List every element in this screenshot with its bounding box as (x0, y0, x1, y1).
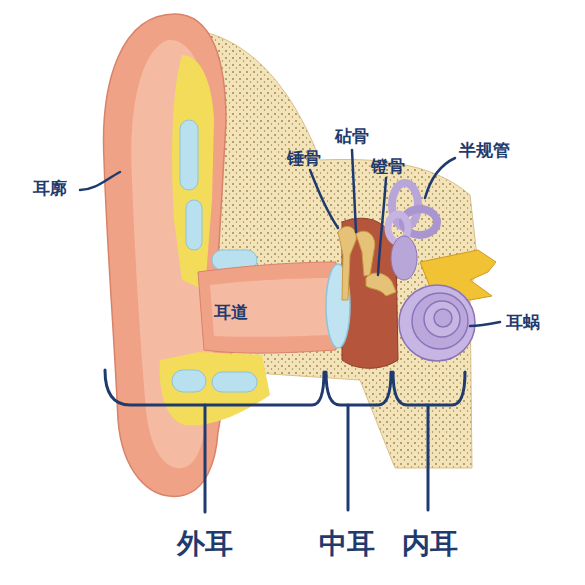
leader-line (425, 158, 455, 198)
cartilage-gap (212, 372, 257, 392)
leader-line (80, 172, 120, 190)
cochlea-turn (434, 309, 452, 327)
leader-line (378, 178, 386, 275)
cochlea (399, 285, 475, 361)
part-name: 锤骨 (287, 149, 321, 168)
ear-canal (198, 262, 336, 353)
part-name: 镫骨 (371, 157, 405, 176)
cartilage (172, 55, 214, 290)
bracket (105, 370, 324, 405)
cartilage-gap (186, 200, 202, 250)
bracket-stem (347, 405, 350, 510)
incus (356, 231, 375, 276)
leader-line (352, 150, 356, 232)
bracket (393, 372, 465, 405)
bracket-stem (204, 405, 207, 512)
part-name: 砧骨 (335, 127, 369, 146)
cartilage-gap (172, 370, 206, 392)
part-name: 耳道 (214, 303, 248, 322)
stapes (366, 273, 396, 296)
part-name: 半规管 (459, 141, 510, 160)
region-name: 内耳 (402, 529, 458, 560)
part-name: 耳廓 (33, 179, 67, 198)
cochlea-turn (412, 293, 468, 349)
malleus (338, 226, 356, 300)
part-name: 耳蜗 (506, 313, 540, 332)
cartilage (160, 352, 270, 425)
region-name: 中耳 (319, 529, 375, 560)
bracket (326, 372, 391, 405)
vestibule (391, 236, 417, 280)
leader-line (310, 170, 338, 228)
bracket-stem (427, 405, 430, 510)
region-name: 外耳 (177, 529, 233, 560)
cochlea-turn (424, 301, 460, 337)
leader-line (470, 322, 500, 326)
ear-canal-inner (210, 278, 330, 337)
cartilage-gap (180, 120, 198, 190)
